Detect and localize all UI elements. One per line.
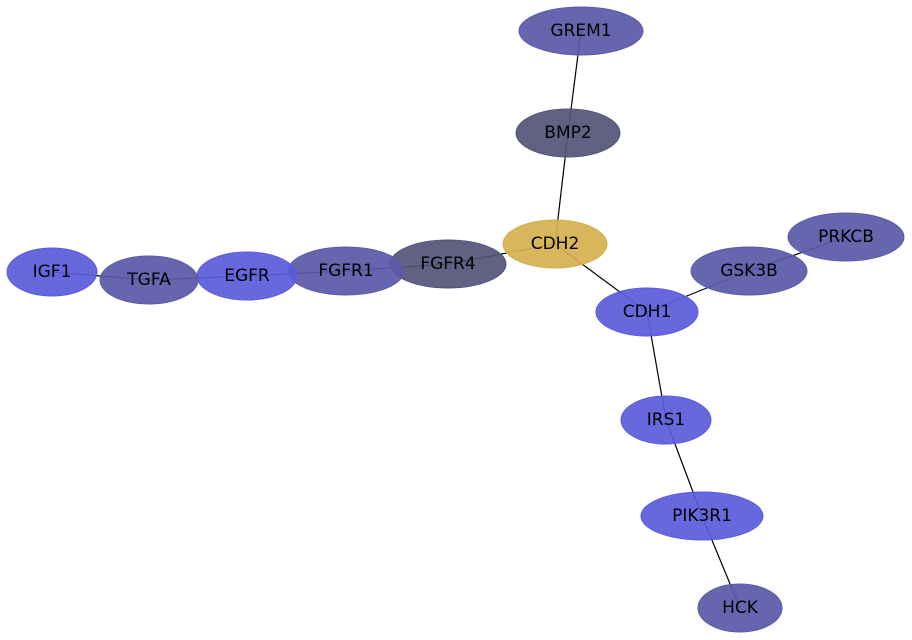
node-tgfa: TGFA	[99, 255, 199, 305]
node-shape	[515, 108, 621, 158]
node-prkcb: PRKCB	[787, 212, 905, 262]
node-shape	[99, 255, 199, 305]
node-grem1: GREM1	[518, 6, 644, 56]
node-shape	[787, 212, 905, 262]
node-cdh1: CDH1	[595, 287, 699, 337]
node-label: EGFR	[224, 266, 270, 286]
node-label: CDH1	[623, 302, 672, 322]
node-label: BMP2	[544, 123, 591, 143]
node-egfr: EGFR	[196, 251, 298, 301]
node-label: PRKCB	[818, 227, 874, 247]
node-shape	[6, 247, 98, 297]
node-hck: HCK	[697, 583, 783, 633]
node-label: TGFA	[126, 270, 171, 290]
node-igf1: IGF1	[6, 247, 98, 297]
node-shape	[640, 491, 764, 541]
node-gsk3b: GSK3B	[690, 246, 808, 296]
node-label: GREM1	[550, 21, 611, 41]
node-label: HCK	[722, 598, 759, 618]
node-label: IGF1	[33, 262, 72, 282]
node-fgfr1: FGFR1	[287, 246, 405, 296]
node-shape	[620, 395, 712, 445]
node-label: FGFR1	[318, 261, 373, 281]
node-fgfr4: FGFR4	[389, 239, 507, 289]
node-pik3r1: PIK3R1	[640, 491, 764, 541]
node-shape	[502, 219, 608, 269]
node-cdh2: CDH2	[502, 219, 608, 269]
node-label: GSK3B	[720, 261, 778, 281]
node-bmp2: BMP2	[515, 108, 621, 158]
node-shape	[595, 287, 699, 337]
node-shape	[518, 6, 644, 56]
node-label: FGFR4	[420, 254, 475, 274]
node-shape	[690, 246, 808, 296]
node-irs1: IRS1	[620, 395, 712, 445]
node-shape	[697, 583, 783, 633]
node-label: IRS1	[647, 410, 685, 430]
node-label: CDH2	[531, 234, 580, 254]
node-label: PIK3R1	[672, 506, 732, 526]
